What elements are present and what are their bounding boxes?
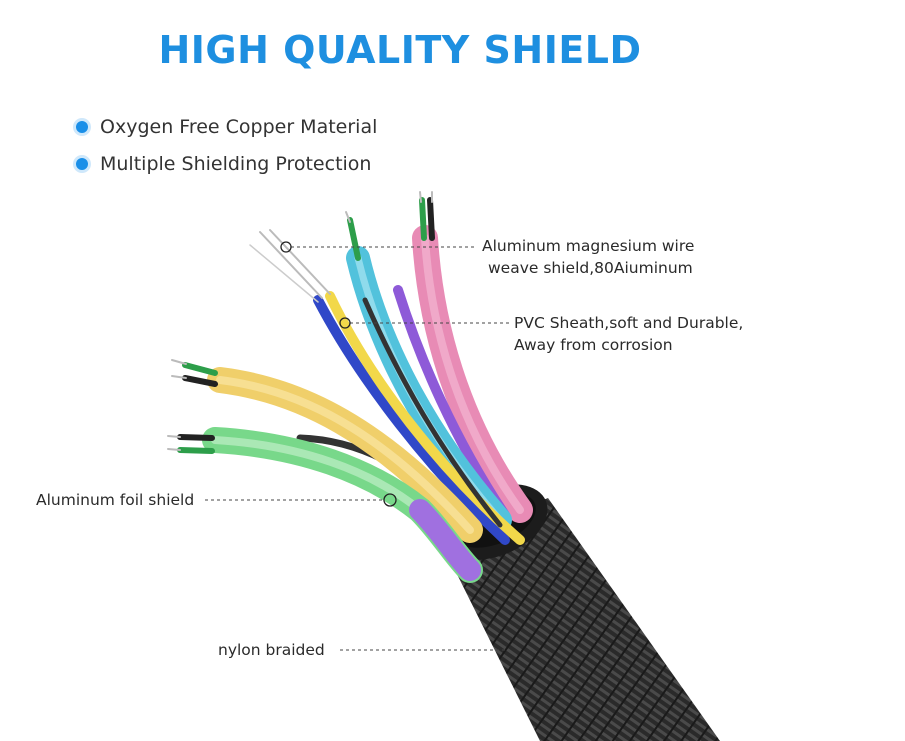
page-title: HIGH QUALITY SHIELD xyxy=(158,28,642,72)
feature-item-copper: Oxygen Free Copper Material xyxy=(76,116,377,138)
callout-nylon-braided: nylon braided xyxy=(218,641,325,659)
callout-pvc-sheath: PVC Sheath,soft and Durable, Away from c… xyxy=(514,312,743,356)
callout-line-2: Away from corrosion xyxy=(514,336,673,354)
callout-line-1: Aluminum magnesium wire xyxy=(482,237,695,255)
callout-line-1: PVC Sheath,soft and Durable, xyxy=(514,314,744,332)
callout-lines xyxy=(205,246,510,651)
feature-label: Multiple Shielding Protection xyxy=(100,153,372,175)
callout-aluminum-magnesium: Aluminum magnesium wire weave shield,80A… xyxy=(482,235,694,279)
feature-item-shielding: Multiple Shielding Protection xyxy=(76,153,371,175)
wire-pink-group xyxy=(412,191,533,523)
feature-label: Oxygen Free Copper Material xyxy=(100,116,378,138)
callout-aluminum-foil: Aluminum foil shield xyxy=(36,491,195,509)
wire-green-group xyxy=(167,427,483,583)
wire-gold-group xyxy=(171,359,483,543)
callout-markers xyxy=(280,241,397,507)
bullet-dot-icon xyxy=(76,121,88,133)
bullet-dot-icon xyxy=(76,158,88,170)
callout-line-2: weave shield,80Aiuminum xyxy=(488,259,693,277)
